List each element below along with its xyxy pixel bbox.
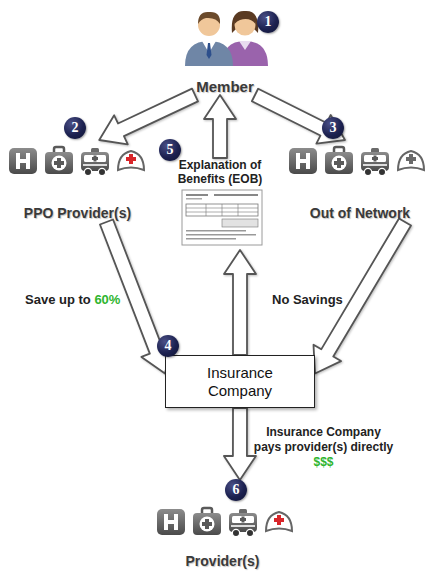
node-label: Explanation of Benefits (EOB) <box>170 158 270 186</box>
label-word: Save <box>25 292 59 307</box>
woman-fringe <box>235 13 256 24</box>
hospital-icon <box>289 148 317 174</box>
document-line <box>214 194 258 196</box>
provider-group: PPO Provider(s) <box>5 140 150 222</box>
label-word: No <box>272 292 293 307</box>
man-body <box>185 41 233 66</box>
callout-number: 3 <box>322 117 344 139</box>
callout-number: 4 <box>157 335 179 357</box>
callout-number: 2 <box>64 117 86 139</box>
eob-document: Explanation of Benefits (EOB) <box>170 158 270 250</box>
edge-label: Insurance Company pays provider(s) direc… <box>252 425 395 470</box>
block-arrow <box>224 408 256 480</box>
ambulance-icon <box>361 148 389 176</box>
document-line <box>186 234 256 236</box>
label-word: $$$ <box>313 455 333 469</box>
nurse-cap-icon <box>398 151 424 170</box>
document-table <box>222 219 258 227</box>
label-word: provider(s) <box>284 440 350 454</box>
label-word: 60% <box>94 292 120 307</box>
label-word: to <box>78 292 94 307</box>
document-line <box>186 194 208 196</box>
hospital-icon <box>157 509 185 535</box>
label-word: directly <box>351 440 394 454</box>
eob-document-image <box>182 190 262 245</box>
document-line <box>186 238 236 240</box>
label-word: up <box>59 292 79 307</box>
document-sheet <box>182 190 262 245</box>
callout-number: 5 <box>159 139 181 161</box>
node-label: PPO Provider(s) <box>24 205 131 222</box>
process-box: Insurance Company <box>165 355 315 408</box>
document-line <box>186 198 202 200</box>
callout-number: 1 <box>257 11 279 33</box>
node-label: Out of Network <box>310 205 410 222</box>
provider-icons <box>157 508 292 537</box>
nurse-cap-icon <box>266 512 292 531</box>
provider-group: Provider(s) <box>150 480 295 570</box>
man-hair <box>198 12 220 24</box>
ppo-icons <box>9 147 144 176</box>
edge-label: Save up to 60% <box>25 292 137 307</box>
callout-number: 6 <box>225 479 247 501</box>
document-table <box>222 204 223 216</box>
document-table <box>206 204 207 216</box>
label-word: Company <box>326 425 381 439</box>
document-table <box>186 204 258 216</box>
man-tie <box>207 43 212 59</box>
node-label: Insurance Company <box>194 364 286 400</box>
hospital-icon <box>9 148 37 174</box>
node-label: Provider(s) <box>186 553 260 570</box>
node-label: Member <box>196 78 254 95</box>
document-table <box>238 204 239 216</box>
ambulance-icon <box>229 509 257 537</box>
block-arrow <box>252 89 345 144</box>
edge-label: No Savings <box>272 292 362 307</box>
block-arrow <box>224 250 256 355</box>
nurse-cap-icon <box>118 151 144 170</box>
ambulance-icon <box>81 148 109 176</box>
member-figures <box>185 11 268 66</box>
medical-bag-icon <box>45 147 73 174</box>
document-line <box>186 230 246 232</box>
provider-group: Out of Network <box>285 140 435 222</box>
label-word: Insurance <box>266 425 326 439</box>
label-word: pays <box>254 440 285 454</box>
block-arrow <box>99 89 198 145</box>
out-of-network-icons <box>289 147 424 176</box>
medical-bag-icon <box>325 147 353 174</box>
block-arrow <box>204 95 236 158</box>
medical-bag-icon <box>193 508 221 535</box>
woman-collar <box>239 41 251 50</box>
label-word: Savings <box>293 292 343 307</box>
